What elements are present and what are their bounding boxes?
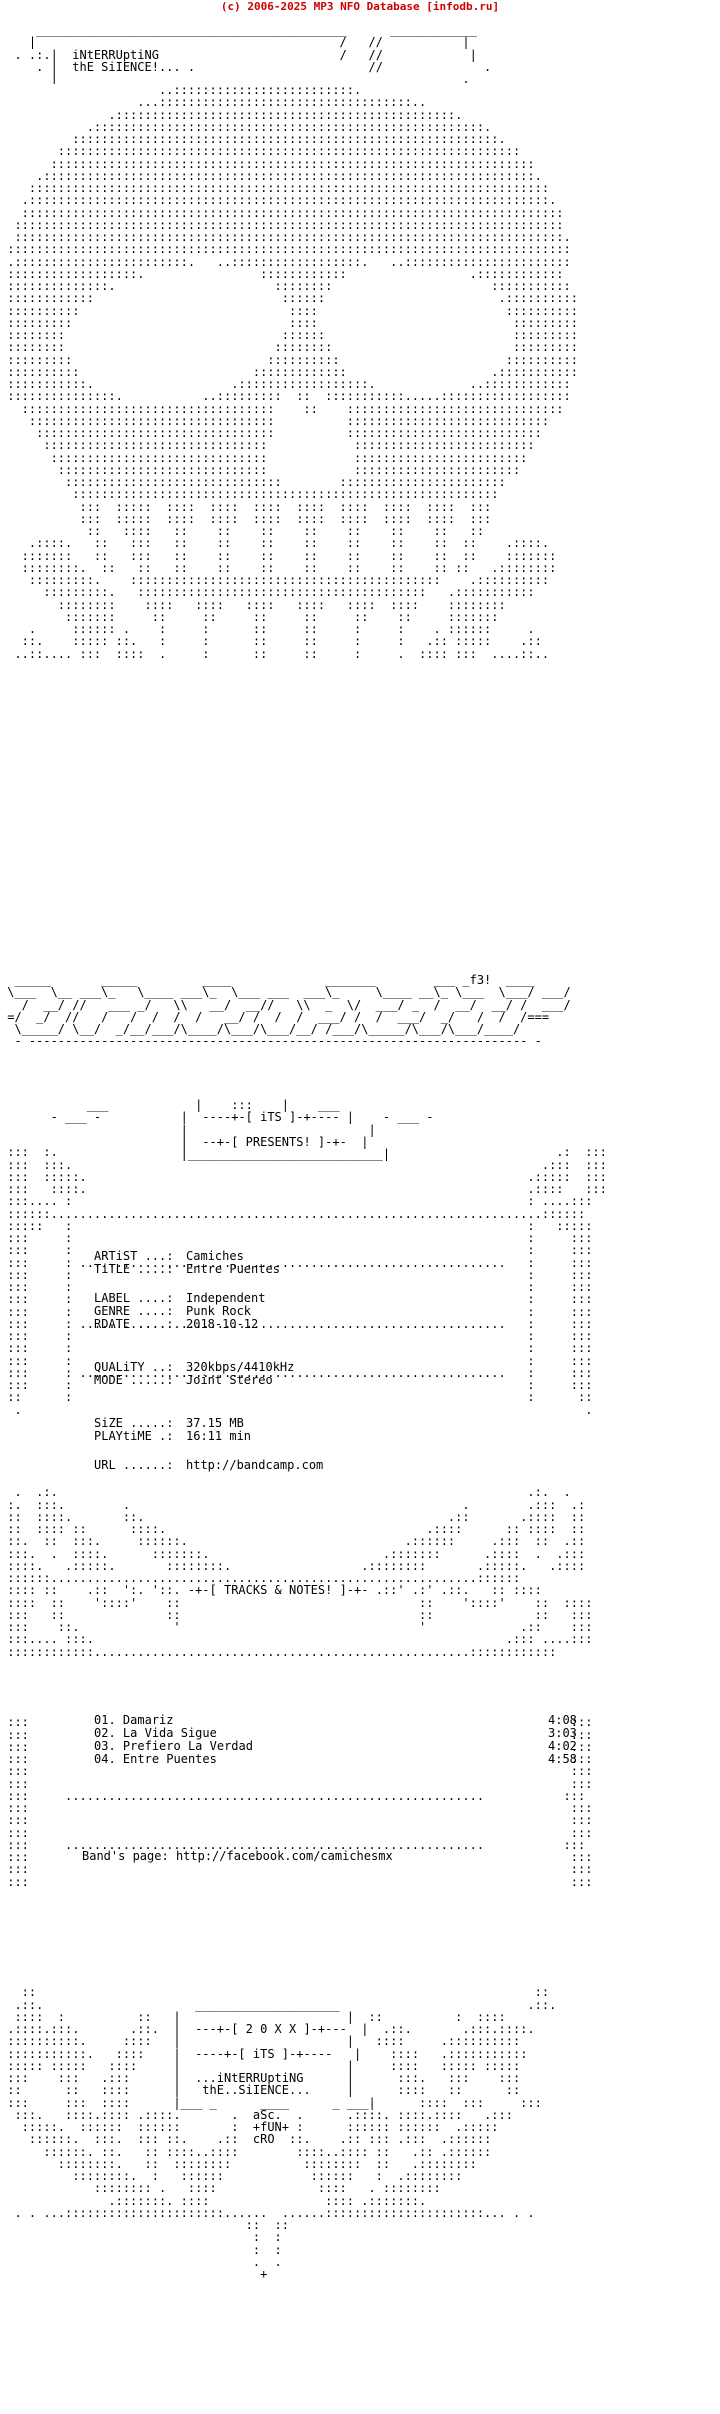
tracks-frame-art: . .:. .:. . :. :::. . . .::: .: :: ::::.… (7, 1485, 593, 1659)
band-page-note: Band's page: http://facebook.com/camiche… (82, 1850, 393, 1863)
group-name-line2: thE SiIENCE!... (72, 59, 181, 74)
track-title: Prefiero La Verdad (122, 1739, 253, 1753)
presents-group: iTS (260, 1110, 282, 1125)
rdate-label: RDATE ....: (94, 1317, 174, 1331)
track-time-4: 4:58 (548, 1752, 577, 1766)
genre-value: Punk Rock (186, 1304, 252, 1318)
footer-group: iTS (252, 2046, 275, 2061)
footer-credit-3: cRO (252, 2132, 275, 2147)
mode-label: MODE .....: (94, 1373, 174, 1387)
url-label: URL ......: (94, 1458, 174, 1472)
band-page-url[interactable]: http://facebook.com/camichesmx (175, 1849, 393, 1863)
track-num: 04. (94, 1752, 116, 1766)
track-time-3: 4:02 (548, 1739, 577, 1753)
track-row-2: 02. La Vida Sigue (94, 1727, 217, 1740)
group-name-line1: iNtERRUptiNG (72, 47, 159, 62)
presents-frame: ___ | ::: | ___ - ___ - | ----+-[ iTS ]-… (50, 1099, 434, 1161)
playtime-value: 16:11 min (186, 1429, 252, 1443)
playtime-label: PLAYtiME .: (94, 1429, 174, 1443)
footer-name-line1: ...iNtERRUptiNG (195, 2071, 304, 2085)
track-num: 01. (94, 1713, 116, 1727)
title-label: TiTLE ....: (94, 1262, 174, 1276)
title-value: Entre Puentes (186, 1262, 280, 1276)
track-num: 03. (94, 1739, 116, 1753)
size-value: 37.15 MB (186, 1416, 244, 1430)
presents-label: PRESENTS! (245, 1134, 311, 1149)
artist-value: Camiches (186, 1249, 244, 1263)
logo-art: _____ _____ ____ _______ ___ _f3! ____ \… (0, 974, 571, 1049)
footer-year: 2 0 X X (245, 2022, 297, 2036)
rdate-value: 2018-10-12 (186, 1317, 259, 1331)
footer-name-line2: thE..SiIENCE... (202, 2083, 311, 2098)
artist-label: ARTiST ...: (94, 1249, 174, 1263)
top-banner-art: ________________________________________… (14, 24, 492, 84)
label-label: LABEL ....: (94, 1291, 174, 1305)
track-row-3: 03. Prefiero La Verdad (94, 1740, 253, 1753)
info-frame-art: ::: :. .: ::: ::: :::. .::: ::: ::: ::::… (7, 1145, 607, 1417)
footer-credit-1: aSc. (252, 2107, 282, 2122)
label-value: Independent (186, 1291, 266, 1305)
track-title: La Vida Sigue (122, 1726, 217, 1740)
size-label: SiZE .....: (94, 1416, 174, 1430)
footer-credit-2: +fUN+ (252, 2120, 289, 2134)
track-time-1: 4:08 (548, 1713, 577, 1727)
nfo-document: ________________________________________… (0, 14, 720, 2412)
track-row-1: 01. Damariz (94, 1714, 174, 1727)
track-time-2: 3:03 (548, 1726, 577, 1740)
track-title: Damariz (122, 1713, 174, 1727)
tracks-heading: TRACKS & NOTES! (223, 1583, 333, 1598)
band-page-label: Band's page: (82, 1849, 169, 1863)
quality-label: QUALiTY ..: (94, 1360, 174, 1374)
genre-label: GENRE ....: (94, 1304, 174, 1318)
track-title: Entre Puentes (122, 1752, 217, 1766)
mode-value: Joint Stereo (186, 1373, 273, 1387)
site-credit: (c) 2006-2025 MP3 NFO Database [infodb.r… (220, 0, 500, 13)
quality-value: 320kbps/4410kHz (186, 1360, 295, 1374)
tracks-side-art: ::: ::: ::: ::: ::: (7, 1715, 593, 1889)
group-tag: f3! (469, 974, 492, 987)
footer-art: :: :: .::. ____________________ .::. :::… (7, 1985, 557, 2281)
track-num: 02. (94, 1726, 116, 1740)
url-value[interactable]: http://bandcamp.com (186, 1458, 324, 1472)
track-row-4: 04. Entre Puentes (94, 1753, 217, 1766)
skull-ascii-art: ..:::::::::::::::::::::::::. ...::::::::… (7, 84, 578, 661)
